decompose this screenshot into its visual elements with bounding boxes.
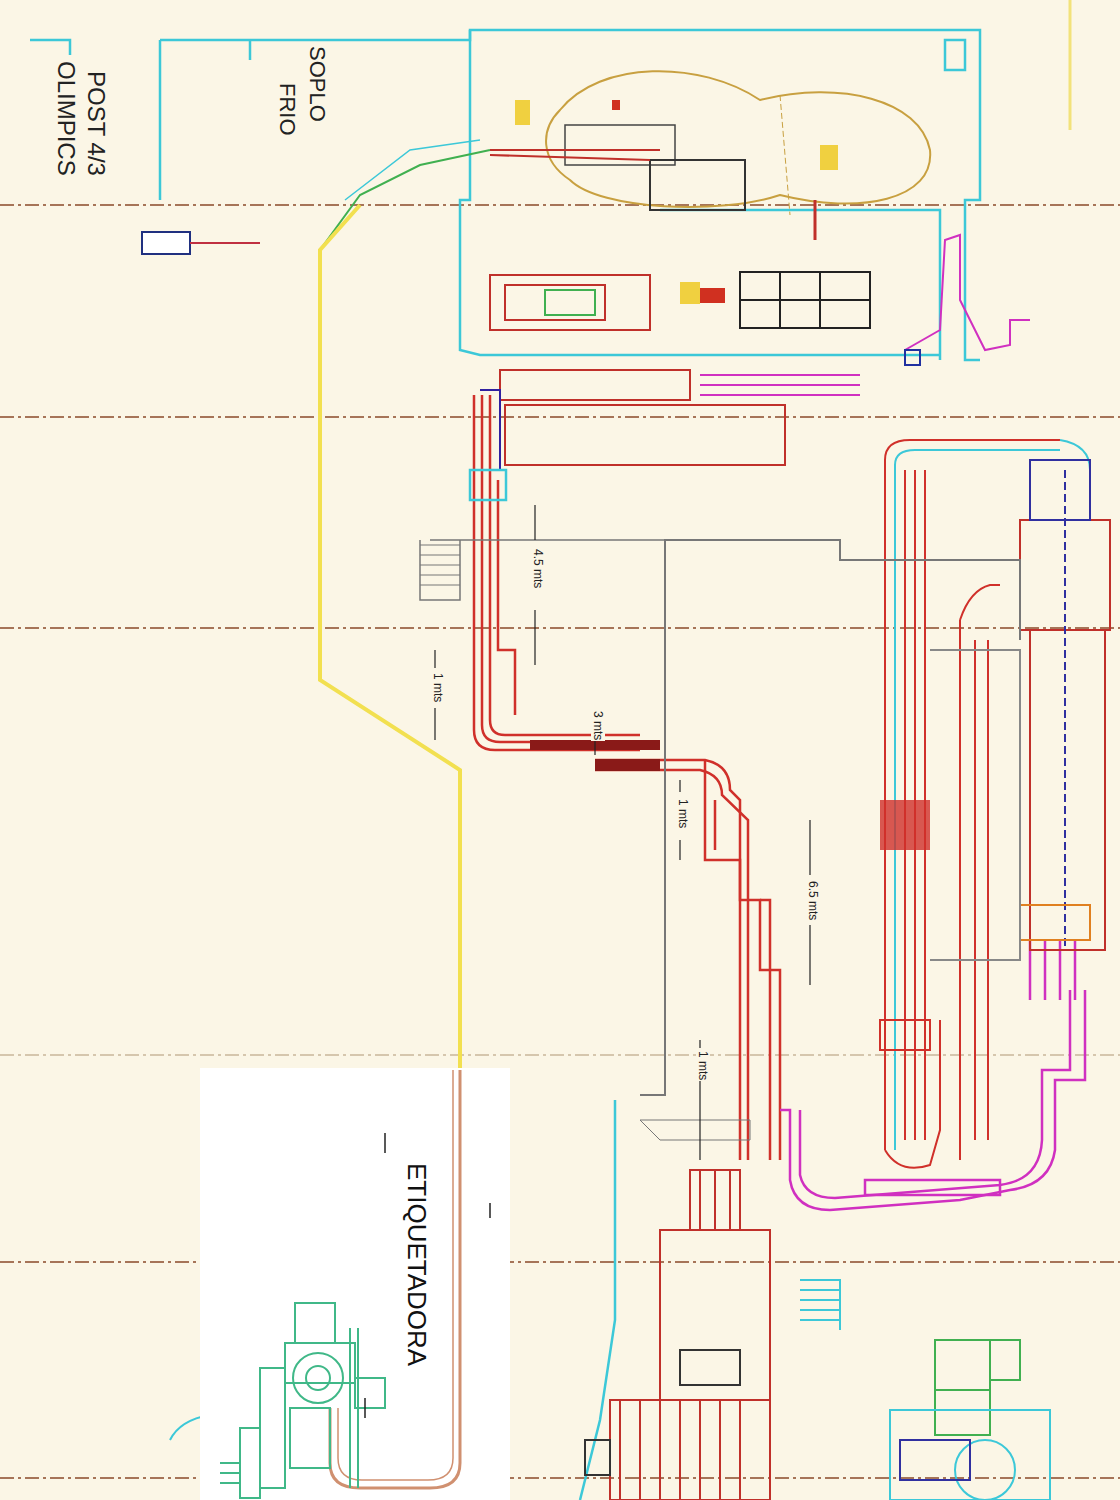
red-conveyor <box>470 395 780 1160</box>
area-label: SOPLO <box>304 45 330 123</box>
magenta-conveyor <box>780 940 1085 1210</box>
area-label: FRIO <box>274 82 300 137</box>
dimension-label: 1 mts <box>676 798 690 829</box>
area-label: OLIMPICS <box>52 60 80 177</box>
dimension-label: 1 mts <box>431 672 445 703</box>
grid-lines <box>0 205 1120 1478</box>
yellow-line <box>320 205 460 1070</box>
labeler-area: ETIQUETADORA <box>200 1068 510 1500</box>
labeler-drawing <box>200 1068 510 1500</box>
area-label: POST 4/3 <box>82 70 110 177</box>
filler-machine <box>930 460 1110 960</box>
dimension-label: 3 mts <box>591 710 605 741</box>
conveyors <box>480 235 1030 470</box>
dimension-label: 6.5 mts <box>806 880 820 921</box>
dimension-lines <box>435 505 810 1160</box>
area-name: ETIQUETADORA <box>401 1163 432 1366</box>
bottom-machine <box>585 1170 840 1500</box>
machines <box>490 272 870 330</box>
loop-conveyor <box>880 440 1090 1168</box>
dimension-label: 1 mts <box>696 1050 710 1081</box>
dimension-label: 4.5 mts <box>531 548 545 589</box>
blow-machine <box>490 71 930 240</box>
palletizer <box>890 1340 1050 1500</box>
wall-outline <box>30 30 980 1500</box>
